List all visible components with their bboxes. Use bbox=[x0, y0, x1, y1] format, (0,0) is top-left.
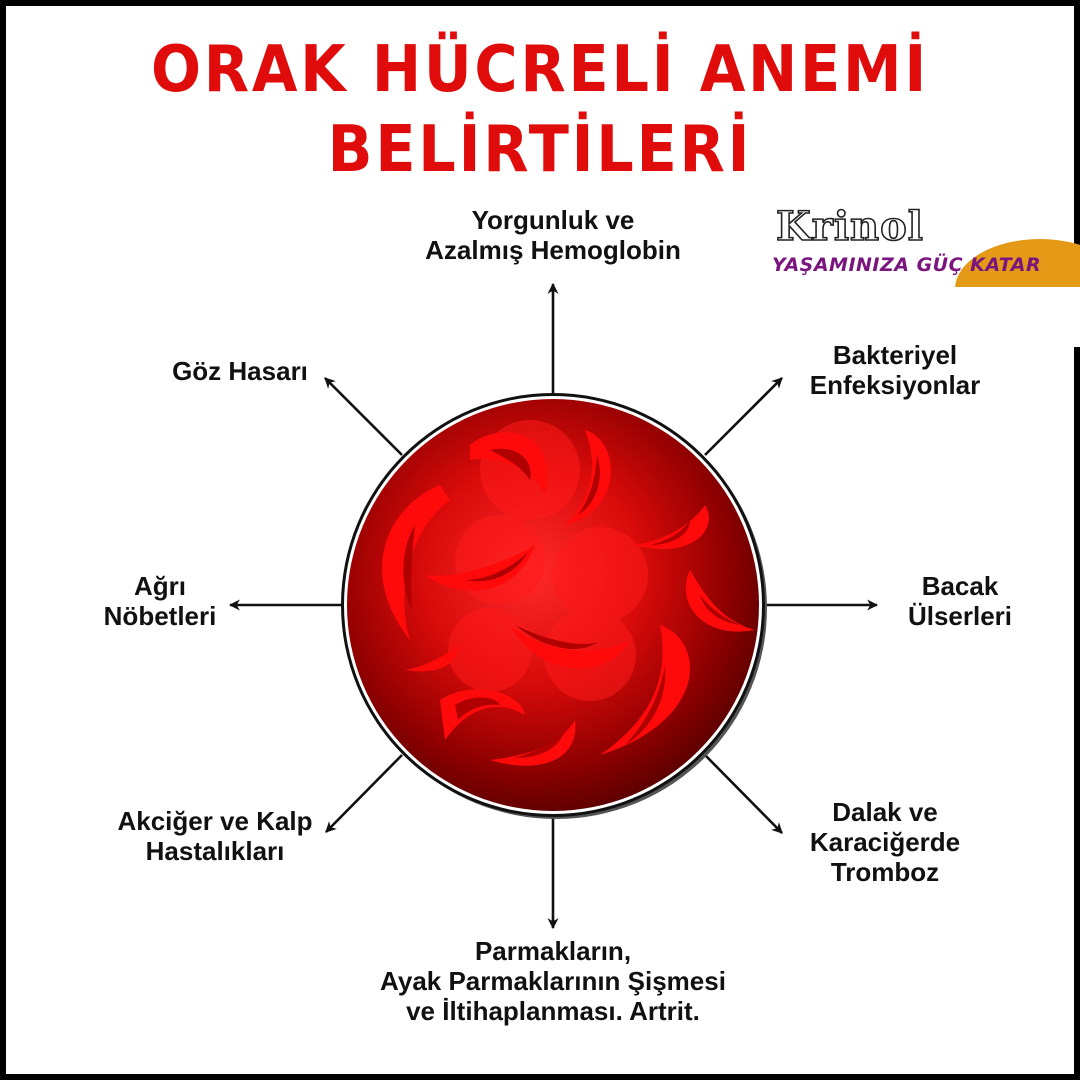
page-title-line-2: BELİRTİLERİ bbox=[327, 113, 753, 187]
symptom-label-left: Ağrı Nöbetleri bbox=[103, 571, 217, 631]
symptom-label-right: Bacak Ülserleri bbox=[907, 571, 1013, 631]
krinol-logo: Krinol YAŞAMINIZA GÜÇ KATAR bbox=[770, 203, 1080, 347]
logo-brand-name: Krinol bbox=[775, 203, 924, 250]
logo-slogan: YAŞAMINIZA GÜÇ KATAR bbox=[772, 254, 1042, 276]
symptom-label-top: Yorgunluk ve Azalmış Hemoglobin bbox=[425, 205, 681, 265]
sickle-cell-ball-icon bbox=[341, 393, 767, 819]
symptom-label-bottom-left: Akciğer ve Kalp Hastalıkları bbox=[117, 806, 313, 866]
symptom-label-bottom: Parmakların, Ayak Parmaklarının Şişmesi … bbox=[380, 936, 726, 1026]
arrow-down-left-icon bbox=[325, 754, 403, 833]
page-title-line-1: ORAK HÜCRELİ ANEMİ bbox=[150, 33, 930, 107]
symptom-label-top-right: Bakteriyel Enfeksiyonlar bbox=[809, 340, 981, 400]
symptom-label-bottom-right: Dalak ve Karaciğerde Tromboz bbox=[809, 797, 961, 887]
arrow-up-left-icon bbox=[324, 377, 403, 456]
arrow-down-right-icon bbox=[704, 754, 783, 834]
symptom-label-top-left: Göz Hasarı bbox=[172, 356, 308, 386]
arrow-up-right-icon bbox=[704, 377, 783, 456]
